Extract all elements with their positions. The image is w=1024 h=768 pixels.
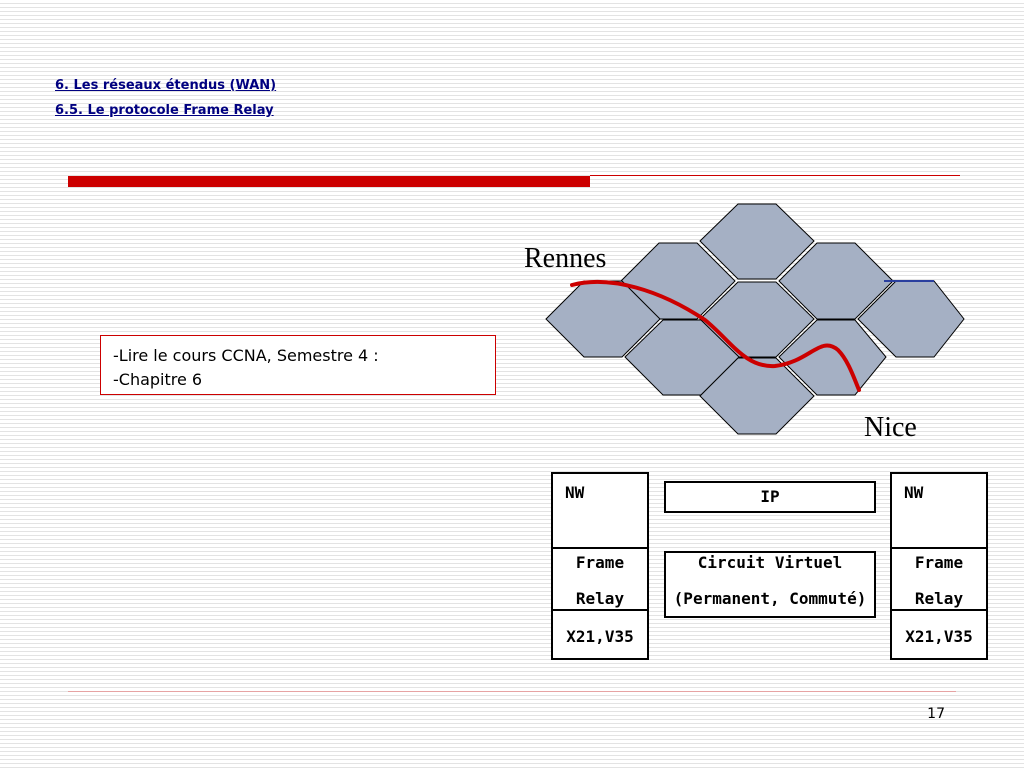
reading-note-box: -Lire le cours CCNA, Semestre 4 : -Chapi… [100, 335, 496, 395]
layer-frame-label: Frame [575, 553, 625, 572]
virtual-circuit-title: Circuit Virtuel [697, 553, 843, 572]
layer-physical-left: X21,V35 [566, 627, 634, 646]
virtual-circuit-box: Circuit Virtuel (Permanent, Commuté) [664, 551, 876, 618]
virtual-circuit-types: (Permanent, Commuté) [673, 589, 867, 608]
layer-relay-label: Relay [914, 589, 964, 608]
ip-layer-box: IP [664, 481, 876, 513]
layer-physical-right: X21,V35 [905, 627, 973, 646]
title-divider-thick [68, 176, 590, 187]
layer-network-left: NW [553, 474, 647, 549]
layer-network-right: NW [892, 474, 986, 549]
section-heading: 6. Les réseaux étendus (WAN) [55, 78, 277, 93]
note-line-course: -Lire le cours CCNA, Semestre 4 : [113, 346, 379, 365]
network-cell [778, 319, 887, 396]
protocol-stack-right: NW Frame Relay X21,V35 [890, 472, 988, 660]
protocol-stack-left: NW Frame Relay X21,V35 [551, 472, 649, 660]
network-cell [699, 203, 815, 280]
layer-frame-relay-right: Frame Relay [892, 549, 986, 611]
layer-relay-label: Relay [575, 589, 625, 608]
network-cell [624, 319, 740, 396]
virtual-circuit-path [570, 279, 861, 392]
city-label-nice: Nice [864, 412, 917, 443]
title-divider-thin [590, 175, 960, 176]
layer-frame-relay-left: Frame Relay [553, 549, 647, 611]
page-number: 17 [927, 706, 945, 722]
subsection-heading: 6.5. Le protocole Frame Relay [55, 103, 274, 118]
footer-divider [68, 691, 956, 692]
city-label-rennes: Rennes [524, 243, 606, 274]
note-line-chapter: -Chapitre 6 [113, 370, 203, 389]
network-cell [699, 357, 815, 435]
layer-frame-label: Frame [914, 553, 964, 572]
